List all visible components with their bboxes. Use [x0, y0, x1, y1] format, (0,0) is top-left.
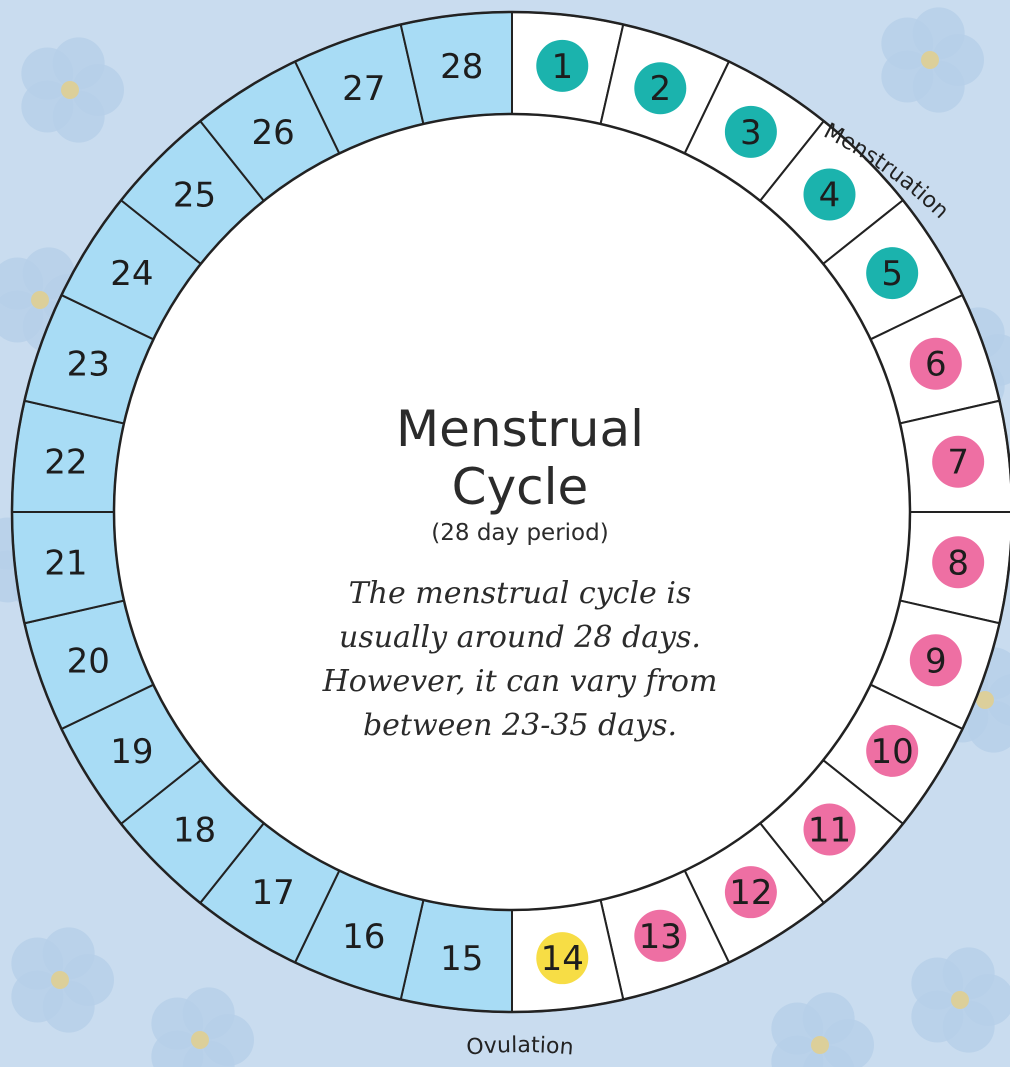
day-number-17: 17	[251, 873, 294, 913]
ovulation-label: Ovulation	[465, 1033, 574, 1061]
title-line: Menstrual	[260, 400, 780, 458]
day-number-7: 7	[947, 443, 969, 483]
day-number-26: 26	[251, 113, 294, 153]
day-number-6: 6	[925, 345, 947, 385]
day-number-11: 11	[808, 810, 851, 850]
day-number-23: 23	[67, 345, 110, 385]
day-number-3: 3	[740, 113, 762, 153]
day-number-5: 5	[881, 254, 903, 294]
diagram-title: Menstrual Cycle	[260, 400, 780, 516]
description-line: The menstrual cycle is	[260, 572, 780, 616]
day-number-14: 14	[541, 939, 584, 979]
day-number-18: 18	[173, 810, 216, 850]
title-line: Cycle	[260, 458, 780, 516]
day-number-16: 16	[342, 917, 385, 957]
day-number-10: 10	[871, 732, 914, 772]
day-number-8: 8	[947, 543, 969, 583]
day-number-4: 4	[819, 176, 841, 216]
description-line: usually around 28 days.	[260, 616, 780, 660]
day-number-28: 28	[440, 47, 483, 87]
description-line: However, it can vary from	[260, 660, 780, 704]
day-number-22: 22	[44, 443, 87, 483]
day-number-24: 24	[110, 254, 153, 294]
day-number-12: 12	[729, 873, 772, 913]
day-number-21: 21	[44, 543, 87, 583]
description-line: between 23-35 days.	[260, 704, 780, 748]
day-number-20: 20	[67, 641, 110, 681]
center-text: Menstrual Cycle (28 day period) The mens…	[260, 400, 780, 748]
day-number-13: 13	[639, 917, 682, 957]
day-number-2: 2	[649, 69, 671, 109]
day-number-19: 19	[110, 732, 153, 772]
day-number-9: 9	[925, 641, 947, 681]
diagram-subtitle: (28 day period)	[260, 520, 780, 546]
day-number-25: 25	[173, 176, 216, 216]
day-number-27: 27	[342, 69, 385, 109]
diagram-description: The menstrual cycle is usually around 28…	[260, 572, 780, 748]
day-number-1: 1	[551, 47, 573, 87]
day-number-15: 15	[440, 939, 483, 979]
